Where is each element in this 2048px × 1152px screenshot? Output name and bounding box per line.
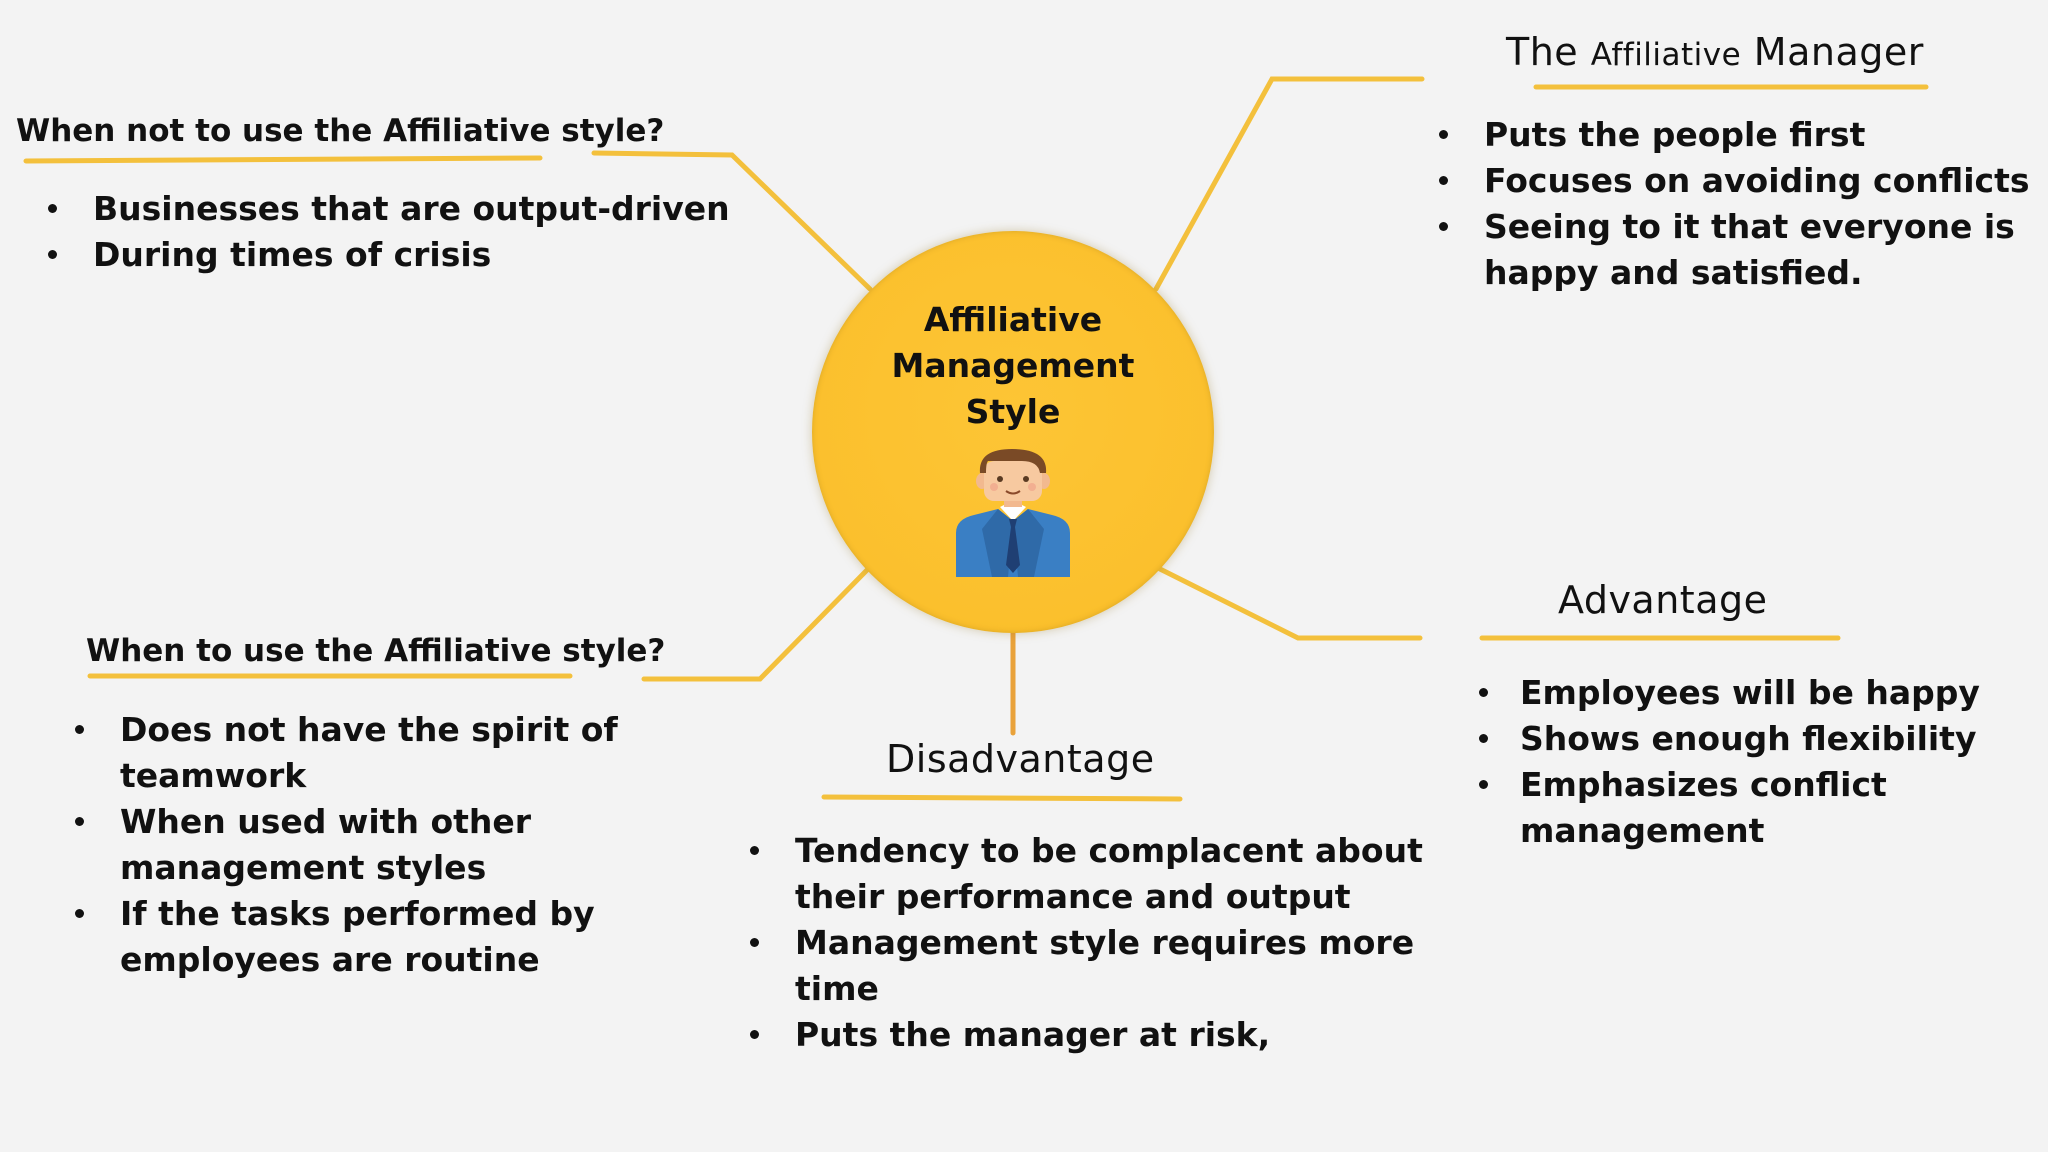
list-item-text: Puts the manager at risk, xyxy=(795,1015,1271,1054)
bullet-icon xyxy=(75,909,84,918)
bullet-icon xyxy=(75,817,84,826)
list-item-text: During times of crisis xyxy=(93,235,492,274)
manager-avatar-icon xyxy=(952,449,1074,579)
bullet-icon xyxy=(48,204,57,213)
list-item-text: Management style requires more xyxy=(795,923,1415,962)
underline-top-left xyxy=(23,155,543,164)
list-item-text: Puts the people first xyxy=(1484,115,1866,154)
list-item-text: When used with other xyxy=(120,802,532,841)
list-item: Emphasizes conflict management xyxy=(1479,762,2048,854)
central-title-line: Style xyxy=(965,392,1061,431)
when-to-use-list: Does not have the spirit of teamwork Whe… xyxy=(75,707,618,983)
bullet-icon xyxy=(1479,780,1488,789)
list-item-text: Shows enough flexibility xyxy=(1520,719,1977,758)
list-item-text: time xyxy=(795,969,879,1008)
list-item-text: Emphasizes conflict management xyxy=(1520,765,1887,850)
list-item: Tendency to be complacent about xyxy=(750,828,1423,874)
central-topic-title: Affiliative Management Style xyxy=(812,297,1214,435)
bullet-icon xyxy=(1439,176,1448,185)
list-item-continuation: time xyxy=(795,966,1423,1012)
bullet-icon xyxy=(48,250,57,259)
bullet-icon xyxy=(1479,734,1488,743)
disadvantage-heading: Disadvantage xyxy=(886,737,1155,781)
connector-top-right xyxy=(1153,76,1425,292)
list-item: Puts the people first xyxy=(1439,112,2030,158)
list-item-text: happy and satisfied. xyxy=(1484,253,1863,292)
bullet-icon xyxy=(1479,688,1488,697)
bullet-icon xyxy=(750,846,759,855)
connector-top-left xyxy=(591,150,873,292)
list-item: Does not have the spirit of xyxy=(75,707,618,753)
central-title-line: Management xyxy=(891,346,1135,385)
list-item-continuation: teamwork xyxy=(120,753,618,799)
heading-affiliative-word: Affiliative xyxy=(1590,37,1742,73)
list-item-text: Seeing to it that everyone is xyxy=(1484,207,2015,246)
list-item: Focuses on avoiding conflicts xyxy=(1439,158,2030,204)
list-item-text: teamwork xyxy=(120,756,307,795)
list-item-text: Businesses that are output-driven xyxy=(93,189,730,228)
bullet-icon xyxy=(750,1030,759,1039)
heading-suffix: Manager xyxy=(1741,30,1924,74)
list-item-text: management styles xyxy=(120,848,487,887)
list-item: Businesses that are output-driven xyxy=(48,186,730,232)
heading-prefix: The xyxy=(1506,30,1591,74)
advantage-heading: Advantage xyxy=(1558,578,1768,622)
list-item: Management style requires more xyxy=(750,920,1423,966)
list-item-continuation: management styles xyxy=(120,845,618,891)
list-item: Employees will be happy xyxy=(1479,670,2048,716)
list-item: Shows enough flexibility xyxy=(1479,716,2048,762)
list-item-text: If the tasks performed by xyxy=(120,894,595,933)
list-item: Seeing to it that everyone is xyxy=(1439,204,2030,250)
list-item: During times of crisis xyxy=(48,232,730,278)
list-item-continuation: happy and satisfied. xyxy=(1484,250,2030,296)
central-title-line: Affiliative xyxy=(923,300,1103,339)
list-item-text: their performance and output xyxy=(795,877,1351,916)
list-item-continuation: employees are routine xyxy=(120,937,618,983)
bullet-icon xyxy=(1439,130,1448,139)
affiliative-manager-list: Puts the people first Focuses on avoidin… xyxy=(1439,112,2030,296)
bullet-icon xyxy=(1439,222,1448,231)
advantage-list: Employees will be happy Shows enough fle… xyxy=(1479,670,2048,854)
when-to-use-heading: When to use the Affiliative style? xyxy=(86,633,666,669)
connector-bottom-right xyxy=(1157,566,1423,641)
disadvantage-list: Tendency to be complacent about their pe… xyxy=(750,828,1423,1058)
central-topic-circle: Affiliative Management Style xyxy=(812,231,1214,633)
bullet-icon xyxy=(750,938,759,947)
list-item-continuation: their performance and output xyxy=(795,874,1423,920)
when-not-to-use-list: Businesses that are output-driven During… xyxy=(48,186,730,278)
affiliative-manager-heading: The Affiliative Manager xyxy=(1506,30,1924,74)
list-item-text: Focuses on avoiding conflicts xyxy=(1484,161,2030,200)
underline-bottom-center xyxy=(821,794,1183,802)
list-item: Puts the manager at risk, xyxy=(750,1012,1423,1058)
when-not-to-use-heading: When not to use the Affiliative style? xyxy=(16,113,665,149)
list-item-text: Employees will be happy xyxy=(1520,673,1980,712)
list-item-text: Does not have the spirit of xyxy=(120,710,618,749)
list-item: When used with other xyxy=(75,799,618,845)
list-item: If the tasks performed by xyxy=(75,891,618,937)
bullet-icon xyxy=(75,725,84,734)
connector-bottom-left xyxy=(641,566,871,682)
list-item-text: Tendency to be complacent about xyxy=(795,831,1423,870)
list-item-text: employees are routine xyxy=(120,940,540,979)
